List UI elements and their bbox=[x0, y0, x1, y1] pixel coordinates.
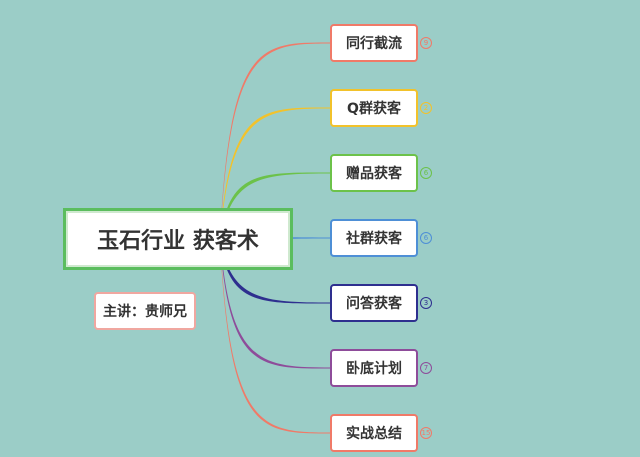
branch-label: 实战总结 bbox=[346, 426, 402, 442]
branch-node-summary[interactable]: 实战总结 bbox=[330, 414, 418, 452]
speaker-label: 主讲：贵师兄 bbox=[103, 304, 187, 320]
collapse-count-badge[interactable]: 3 bbox=[420, 297, 432, 309]
collapse-count-badge[interactable]: 6 bbox=[420, 232, 432, 244]
collapse-count-badge[interactable]: 15 bbox=[420, 427, 432, 439]
branch-label: 问答获客 bbox=[346, 296, 402, 312]
branch-node-undercover[interactable]: 卧底计划 bbox=[330, 349, 418, 387]
branch-node-competitor-interception[interactable]: 同行截流 bbox=[330, 24, 418, 62]
collapse-count-badge[interactable]: 7 bbox=[420, 362, 432, 374]
branch-label: 同行截流 bbox=[346, 36, 402, 52]
collapse-count-badge[interactable]: 9 bbox=[420, 37, 432, 49]
branch-node-community[interactable]: 社群获客 bbox=[330, 219, 418, 257]
branch-label: 社群获客 bbox=[346, 231, 402, 247]
speaker-note[interactable]: 主讲：贵师兄 bbox=[94, 292, 196, 330]
collapse-count-badge[interactable]: 2 bbox=[420, 102, 432, 114]
branch-label: Q群获客 bbox=[347, 101, 401, 117]
branch-node-qa[interactable]: 问答获客 bbox=[330, 284, 418, 322]
collapse-count-badge[interactable]: 6 bbox=[420, 167, 432, 179]
root-topic[interactable]: 玉石行业 获客术 bbox=[63, 208, 293, 270]
root-topic-label: 玉石行业 获客术 bbox=[97, 229, 259, 254]
branch-label: 赠品获客 bbox=[346, 166, 402, 182]
branch-node-gift[interactable]: 赠品获客 bbox=[330, 154, 418, 192]
branch-label: 卧底计划 bbox=[346, 361, 402, 377]
branch-node-qq-group[interactable]: Q群获客 bbox=[330, 89, 418, 127]
